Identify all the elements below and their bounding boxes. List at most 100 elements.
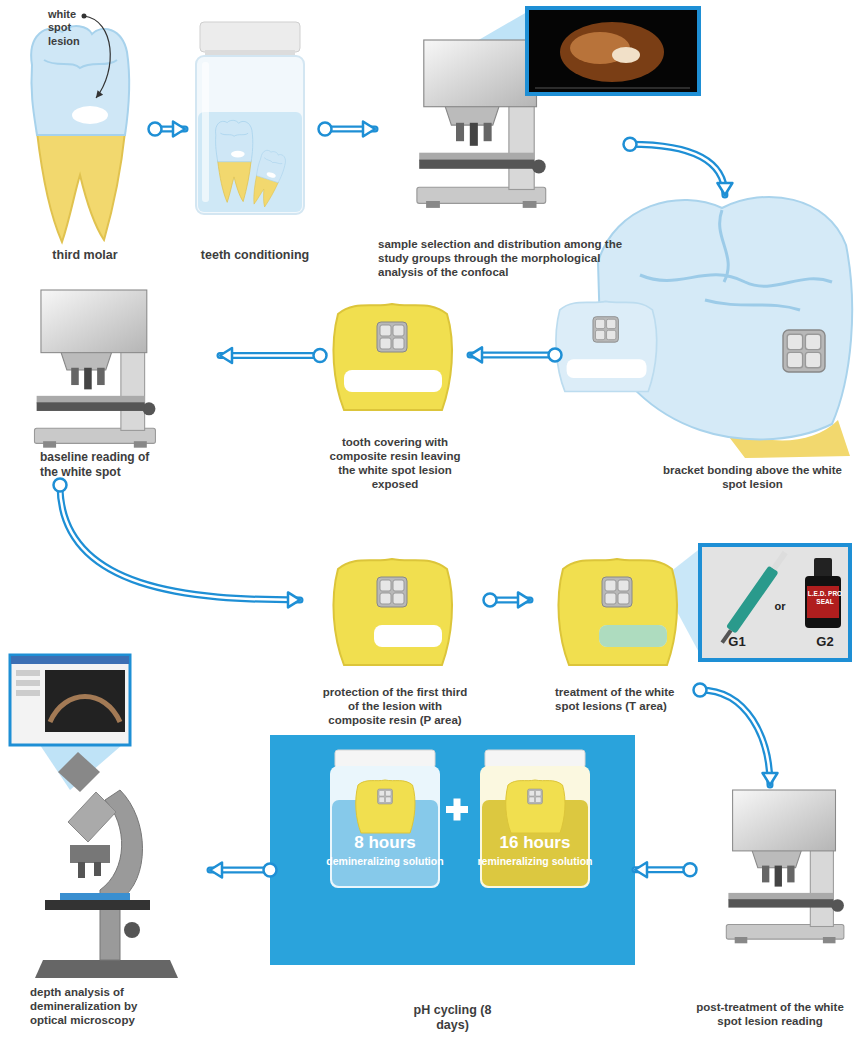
tooth-fissure (640, 210, 832, 310)
arrow-head (210, 863, 222, 878)
arrow-shaft (700, 690, 770, 785)
bottle-cap (814, 558, 832, 578)
duration-label: 8 hours (325, 833, 445, 854)
group-label: G2 (810, 634, 840, 650)
arrow-head (288, 592, 300, 607)
bracket (378, 789, 393, 804)
step-caption: tooth covering with composite resin leav… (320, 435, 470, 491)
step-box: protection of the first third of the les… (300, 545, 490, 770)
confocal-microscope (726, 790, 844, 943)
step-caption: post-treatment of the white spot lesion … (690, 1000, 850, 1028)
step-box: baseline reading of the white spot (20, 285, 220, 485)
arrow-shaft (60, 485, 300, 600)
arrow-head (220, 348, 232, 363)
glass-slide (60, 893, 130, 900)
flow-arrow (694, 683, 778, 785)
white-spot (344, 370, 442, 392)
step-caption: baseline reading of the white spot (40, 450, 155, 479)
arrow-head (763, 773, 778, 785)
stored-tooth (246, 148, 288, 209)
arrow-head (635, 862, 647, 877)
flow-arrow (54, 479, 301, 608)
covered-tooth (333, 304, 452, 410)
arrow-start (624, 138, 637, 151)
confocal-microscope (34, 290, 155, 448)
jar-highlight (202, 62, 209, 202)
lesion-section (50, 697, 120, 723)
duration-label: 16 hours (475, 833, 595, 854)
confocal-image (527, 8, 699, 94)
bracket (528, 789, 543, 804)
window-panel (16, 690, 40, 696)
arrow-start (149, 122, 162, 135)
objective-lens (78, 862, 85, 878)
step-caption: sample selection and distribution among … (378, 237, 630, 279)
jar-liquid (198, 112, 302, 212)
flow-arrow (210, 863, 277, 878)
flow-arrow (220, 348, 327, 363)
plus-sign (454, 799, 461, 821)
step-caption: treatment of the white spot lesions (T a… (555, 685, 680, 713)
step-box: teeth conditioning (185, 15, 325, 280)
step-caption: third molar (15, 248, 155, 263)
treated-tooth (558, 559, 677, 665)
bracket (602, 577, 632, 607)
objective-lens (94, 862, 101, 876)
step-caption: bracket bonding above the white spot les… (655, 463, 850, 491)
jar-body (330, 766, 440, 888)
flow-arrow (470, 347, 562, 362)
cycled-tooth (506, 780, 565, 833)
tooth-body (356, 780, 415, 833)
scan-axis (535, 88, 690, 89)
third-molar (31, 26, 129, 242)
window-panel (16, 670, 40, 676)
flow-arrow (635, 862, 697, 877)
jar-lid (485, 750, 585, 768)
stored-tooth (216, 120, 253, 202)
syringe (717, 549, 790, 646)
step-caption: depth analysis of demineralization by op… (30, 985, 165, 1027)
step-box: post-treatment of the white spot lesion … (690, 785, 850, 1050)
arrow-start (549, 348, 562, 361)
step-caption: protection of the first third of the les… (320, 685, 470, 727)
arrow-start (314, 349, 327, 362)
window-title-bar (11, 656, 129, 664)
arrow-head (470, 347, 482, 362)
arrow-head (173, 121, 185, 136)
microscope-knob (124, 922, 140, 938)
tooth-body (333, 304, 452, 410)
arrow-start (319, 122, 332, 135)
syringe-plunger (771, 551, 787, 571)
flow-arrow (484, 592, 531, 607)
microscope-stage (45, 900, 150, 910)
callout-label: white spot lesion (48, 8, 90, 48)
flow-arrow (319, 121, 376, 136)
step-box: depth analysis of demineralization by op… (10, 745, 210, 1050)
micrograph (45, 670, 125, 732)
tooth-body (333, 559, 452, 665)
arrow-start (484, 593, 497, 606)
arrow-shaft-core (60, 485, 300, 600)
step-box: treatment of the white spot lesions (T a… (530, 545, 700, 750)
bracket (377, 577, 407, 607)
flow-arrow (624, 138, 733, 195)
leader-head (96, 90, 103, 98)
step-box: third molar (15, 15, 155, 280)
white-spot (374, 625, 442, 647)
syringe-barrel (726, 565, 779, 633)
tooth-body (556, 301, 657, 391)
step-box: bracket bonding above the white spot les… (555, 195, 850, 495)
arrow-shaft-core (700, 690, 770, 785)
arrow-start (264, 864, 277, 877)
arrow-start (54, 479, 67, 492)
bracket (377, 322, 407, 352)
flow-arrow (149, 121, 186, 136)
software-window (10, 655, 130, 745)
solution-label: demineralizing solution (305, 855, 465, 868)
tooth-body (558, 559, 677, 665)
jar-lid (335, 750, 435, 768)
product-inset (700, 545, 850, 660)
cycled-tooth (356, 780, 415, 833)
